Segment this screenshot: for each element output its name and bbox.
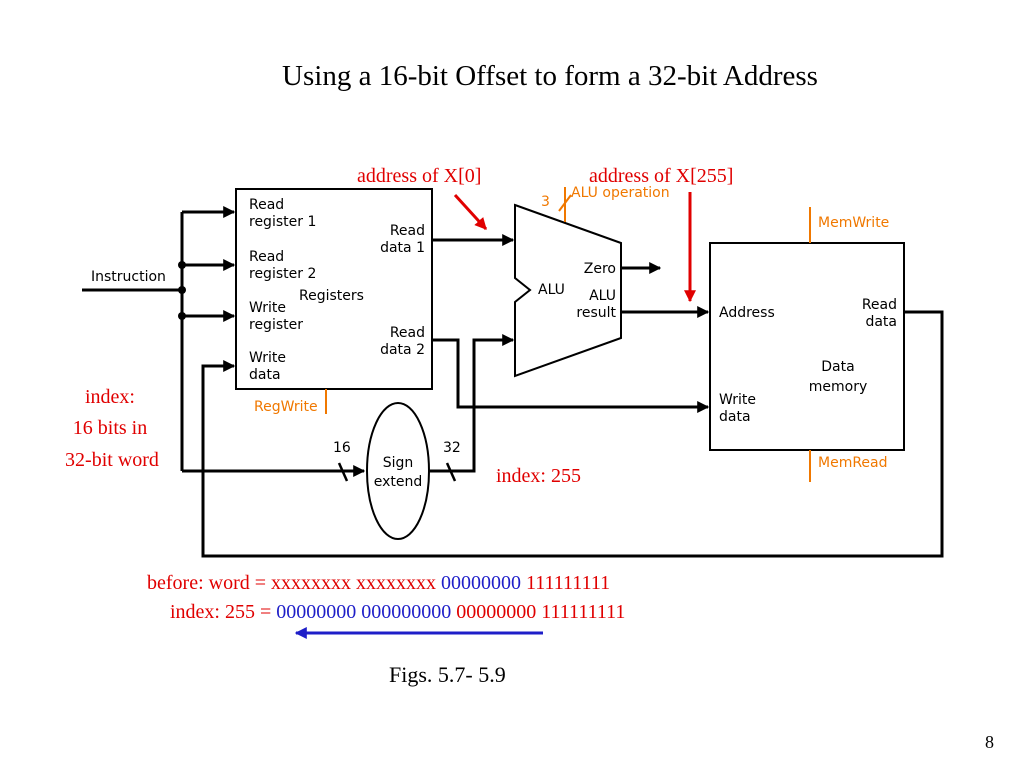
read-register-1-line1: Read [249,197,284,213]
instruction-label: Instruction [91,269,166,285]
index-prefix: index: 255 = [170,601,277,623]
read-register-2-line1: Read [249,249,284,265]
bus-width-32: 32 [443,440,461,456]
alu-shape [514,203,622,378]
memory-read-data-line1: Read [862,297,897,313]
datapath-wires [201,234,944,558]
before-prefix: before: word = [147,572,272,594]
alu-zero: Zero [584,261,616,277]
write-register-line2: register [249,317,303,333]
address-x255-label: address of X[255] [589,165,733,187]
write-data-line2: data [249,367,281,383]
read-data-2-line1: Read [390,325,425,341]
sign-extend-line1: Sign [383,455,414,471]
read-register-2-line2: register 2 [249,266,316,282]
bit-example-index: index: 255 = 00000000 000000000 00000000… [170,601,625,624]
data-memory-block [709,242,905,451]
index-note-line2: 16 bits in [73,417,147,439]
sign-extend-ellipse [366,402,430,540]
address-x0-arrow [453,193,488,231]
registers-block [235,188,433,390]
junction-dot [178,286,186,294]
page-number: 8 [985,732,994,752]
bit-example-before: before: word = xxxxxxxx xxxxxxxx 0000000… [147,572,610,595]
index-note-line3: 32-bit word [65,449,159,471]
write-data-line1: Write [249,350,286,366]
junction-dot [178,312,186,320]
memory-read-data-line2: data [865,314,897,330]
junction-dot [178,261,186,269]
alu-result-line1: ALU [589,288,616,304]
slide-title: Using a 16-bit Offset to form a 32-bit A… [282,60,818,92]
read-data-1-line2: data 1 [380,240,425,256]
before-lower-bits-2: 111111111 [521,572,611,594]
read-data-1-line1: Read [390,223,425,239]
regwrite-label: RegWrite [254,399,318,415]
memory-write-data-line1: Write [719,392,756,408]
sign-extend-line2: extend [374,474,423,490]
memory-write-data-line2: data [719,409,751,425]
memory-address-label: Address [719,305,775,321]
registers-name: Registers [299,288,364,304]
index-255-label: index: 255 [496,465,581,487]
read-register-1-line2: register 1 [249,214,316,230]
alu-result-line2: result [576,305,616,321]
alu-op-bits: 3 [541,194,550,210]
bus-width-marks [337,462,457,482]
read-data-2-line2: data 2 [380,342,425,358]
alu-operation-label: ALU operation [571,185,670,201]
write-register-line1: Write [249,300,286,316]
index-lower-bits: 00000000 111111111 [451,601,626,623]
bus-width-16: 16 [333,440,351,456]
before-upper-bits: xxxxxxxx xxxxxxxx [271,572,437,594]
instruction-wires [82,206,366,477]
index-note-line1: index: [85,386,135,408]
index-upper-bits: 00000000 000000000 [276,601,452,623]
memwrite-label: MemWrite [818,215,889,231]
address-x0-label: address of X[0] [357,165,481,187]
before-lower-bits-1: 00000000 [436,572,522,594]
data-memory-name-line2: memory [809,379,868,395]
control-signals [325,187,811,482]
data-memory-name-line1: Data [821,359,854,375]
memread-label: MemRead [818,455,888,471]
alu-name: ALU [538,282,565,298]
figure-caption: Figs. 5.7- 5.9 [389,662,506,687]
